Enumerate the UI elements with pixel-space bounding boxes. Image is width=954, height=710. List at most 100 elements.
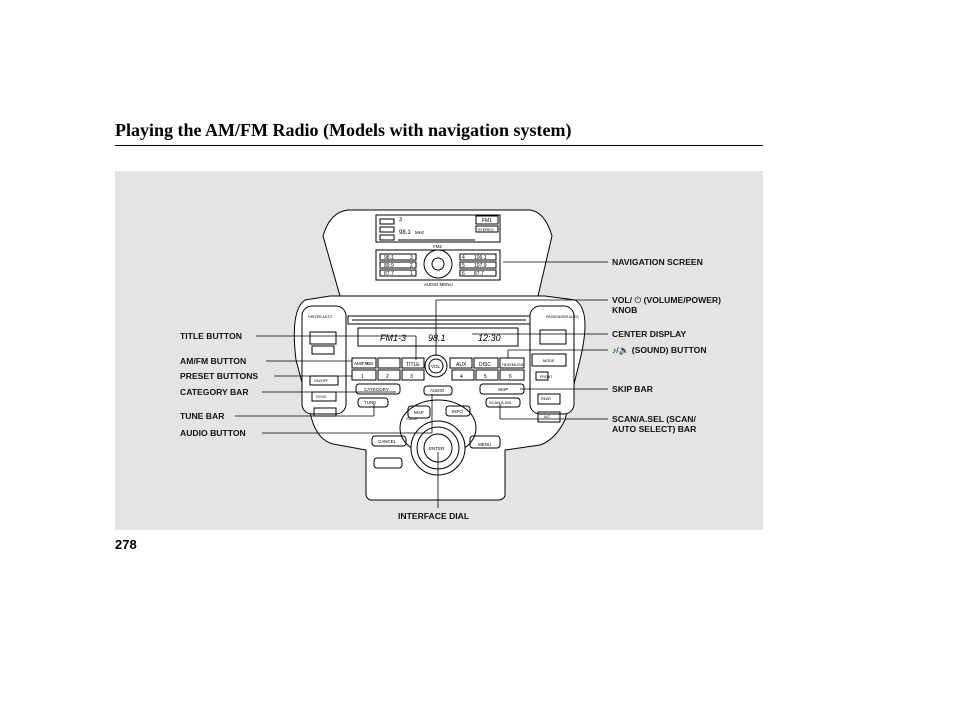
map-button: [407, 405, 431, 419]
cancel-button-shape: [371, 435, 407, 447]
vol-label: VOL/: [612, 295, 633, 305]
svg-text:DRIVER AUTO: DRIVER AUTO: [308, 315, 333, 319]
callout-scan-bar: SCAN/A.SEL (SCAN/ AUTO SELECT) BAR: [612, 414, 696, 434]
knob-label: KNOB: [612, 305, 638, 315]
svg-text:FRONT: FRONT: [540, 375, 553, 379]
svg-text:4: 4: [460, 374, 463, 380]
nav-joystick: [431, 257, 445, 271]
svg-text:SYNC: SYNC: [316, 395, 327, 399]
svg-text:A/C: A/C: [544, 415, 550, 419]
skip-left-button: [377, 357, 401, 369]
svg-text:AM/FM: AM/FM: [354, 361, 369, 366]
sound-icon: ♪/🔈: [612, 345, 630, 355]
scan-bar-shape: [485, 397, 521, 408]
svg-text:AUDIO: AUDIO: [430, 388, 445, 393]
svg-text:2: 2: [386, 374, 389, 380]
title-button-shape: [401, 357, 425, 369]
callout-interface-dial: INTERFACE DIAL: [398, 511, 470, 521]
svg-text:5: 5: [462, 263, 465, 269]
svg-text:GUIDE: GUIDE: [406, 417, 418, 421]
svg-text:89.9: 89.9: [384, 263, 394, 269]
info-button: [445, 405, 471, 417]
callout-vol-knob: VOL/ ⏻ (VOLUME/POWER) KNOB: [612, 295, 721, 315]
svg-text:HDD/MUSIC: HDD/MUSIC: [502, 362, 525, 367]
svg-text:FM2: FM2: [433, 244, 442, 249]
svg-text:FM1-3: FM1-3: [380, 333, 406, 343]
svg-text:ON/OFF: ON/OFF: [314, 379, 329, 383]
amfm-xm-button: [351, 357, 377, 369]
disc-button-shape: [473, 357, 499, 369]
callout-center-display: CENTER DISPLAY: [612, 329, 687, 339]
svg-text:CATEGORY: CATEGORY: [364, 387, 389, 392]
svg-text:1: 1: [361, 374, 364, 380]
svg-text:6: 6: [509, 374, 512, 380]
svg-text:DISC: DISC: [479, 362, 491, 368]
svg-text:TITLE: TITLE: [406, 362, 420, 368]
page-title: Playing the AM/FM Radio (Models with nav…: [115, 120, 572, 140]
tune-bar-shape: [357, 397, 389, 408]
svg-text:MENU: MENU: [478, 442, 491, 447]
hazard-button: [373, 457, 403, 469]
svg-text:STEREO: STEREO: [478, 228, 494, 232]
menu-button: [469, 435, 501, 449]
scan-label-line2: AUTO SELECT) BAR: [612, 424, 697, 434]
power-icon: ⏻: [634, 295, 642, 305]
callout-sound-button: ♪/🔈 (SOUND) BUTTON: [612, 345, 707, 355]
audio-button-shape: [423, 385, 453, 396]
svg-text:FM1: FM1: [482, 218, 492, 224]
callout-audio-button: AUDIO BUTTON: [180, 428, 246, 438]
right-vent: [529, 305, 575, 415]
hdd-button-shape: [499, 357, 525, 369]
svg-text:PASSENGER AUTO: PASSENGER AUTO: [546, 315, 579, 319]
svg-text:3: 3: [399, 217, 402, 223]
svg-text:AUDIO MENU: AUDIO MENU: [424, 282, 453, 287]
svg-text:107.9: 107.9: [474, 263, 487, 269]
svg-text:106.1: 106.1: [474, 255, 487, 261]
svg-text:VOL: VOL: [431, 364, 441, 369]
svg-text:MAP: MAP: [414, 410, 424, 415]
svg-text:1: 1: [410, 271, 413, 277]
svg-text:98.1: 98.1: [428, 333, 446, 343]
title-divider: [115, 145, 763, 146]
nav-screen-display: [375, 214, 501, 243]
category-bar-shape: [355, 383, 401, 395]
callout-skip-bar: SKIP BAR: [612, 384, 653, 394]
svg-text:TUNE: TUNE: [364, 400, 376, 405]
vol-power-label: (VOLUME/POWER): [643, 295, 721, 305]
svg-text:3: 3: [410, 374, 413, 380]
callout-title-button: TITLE BUTTON: [180, 331, 242, 341]
svg-text:SKIP: SKIP: [498, 387, 508, 392]
scan-label-line1: SCAN/A.SEL (SCAN/: [612, 414, 696, 424]
svg-text:XM: XM: [366, 361, 373, 366]
nav-band-box: [475, 215, 499, 225]
callout-tune-bar: TUNE BAR: [180, 411, 225, 421]
svg-text:2: 2: [410, 263, 413, 269]
svg-text:87.7: 87.7: [474, 271, 484, 277]
svg-text:6: 6: [462, 271, 465, 277]
sound-button-label: (SOUND) BUTTON: [631, 345, 707, 355]
svg-text:REAR: REAR: [541, 397, 551, 401]
callout-navigation-screen: NAVIGATION SCREEN: [612, 257, 703, 267]
svg-text:87.7: 87.7: [384, 271, 394, 277]
console-outer: [293, 295, 586, 501]
callout-preset-buttons: PRESET BUTTONS: [180, 371, 259, 381]
aux-button-shape: [449, 357, 473, 369]
svg-text:MHz: MHz: [415, 230, 425, 235]
callout-category-bar: CATEGORY BAR: [180, 387, 249, 397]
svg-text:ENTER: ENTER: [429, 446, 445, 451]
svg-text:3: 3: [410, 255, 413, 261]
svg-text:98.1: 98.1: [399, 230, 411, 236]
svg-text:AUX: AUX: [456, 362, 467, 368]
svg-text:98.1: 98.1: [384, 255, 394, 261]
svg-text:MODE: MODE: [543, 359, 555, 363]
svg-text:INFO: INFO: [452, 409, 463, 414]
svg-text:12:30: 12:30: [478, 333, 501, 343]
svg-text:CANCEL: CANCEL: [378, 439, 397, 444]
callout-amfm-button: AM/FM BUTTON: [180, 356, 247, 366]
left-vent: [301, 305, 347, 415]
svg-text:SCAN A.SEL: SCAN A.SEL: [489, 400, 513, 405]
svg-text:5: 5: [484, 374, 487, 380]
nav-stereo-box: [475, 225, 499, 233]
svg-text:4: 4: [462, 255, 465, 261]
